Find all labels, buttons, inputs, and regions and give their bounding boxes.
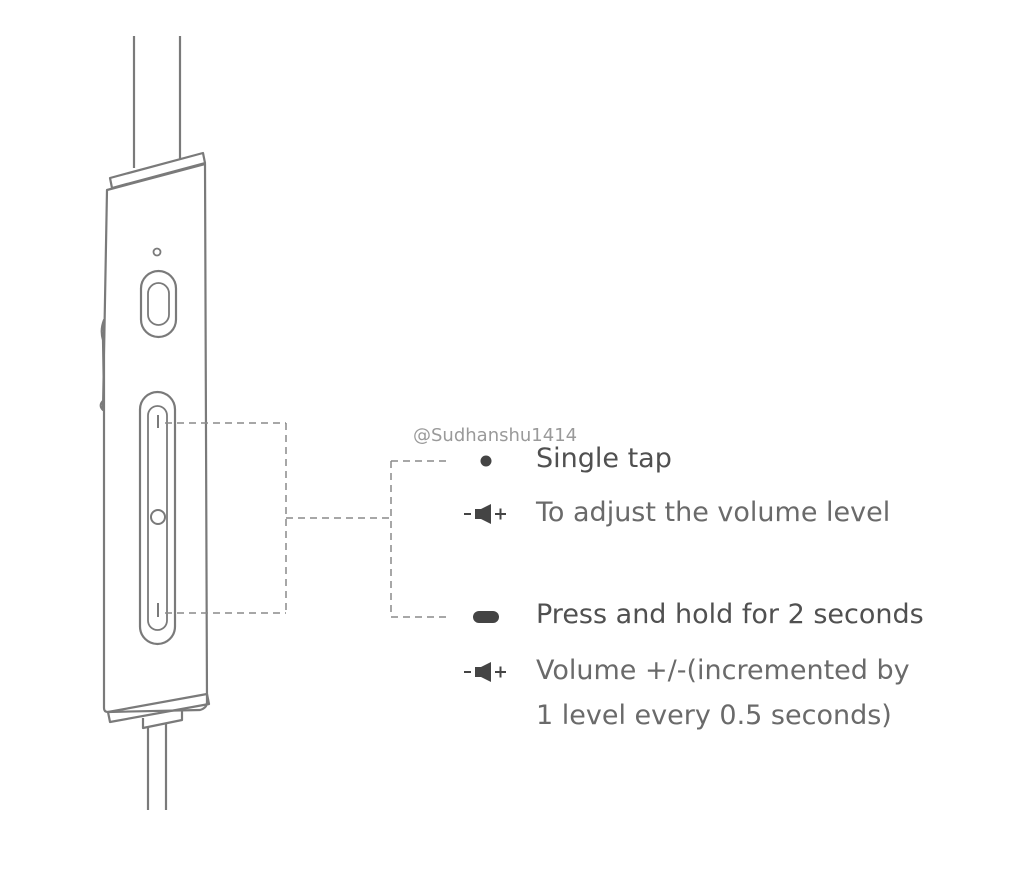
- dot-icon: [480, 455, 492, 467]
- single-tap-result: To adjust the volume level: [536, 497, 891, 528]
- press-hold-result-line-2: 1 level every 0.5 seconds): [536, 700, 892, 731]
- small-button: [139, 269, 178, 339]
- button-center-mark: [150, 509, 166, 525]
- mic-hole: [152, 247, 162, 257]
- dashed-leader-lines: [165, 422, 447, 618]
- volume-icon: [464, 504, 506, 524]
- main-button: [138, 390, 177, 646]
- remote-body: [99, 162, 209, 714]
- watermark: @Sudhanshu1414: [413, 425, 578, 446]
- pill-icon: [473, 611, 499, 623]
- top-cable: [132, 36, 182, 168]
- single-tap-title: Single tap: [536, 443, 672, 474]
- remote-bottom-cap: [106, 692, 211, 724]
- bottom-cable: [141, 710, 184, 810]
- press-hold-result-line-1: Volume +/-(incremented by: [536, 655, 910, 686]
- remote-top-cap: [108, 151, 207, 190]
- press-hold-title: Press and hold for 2 seconds: [536, 599, 924, 630]
- volume-icon: [464, 662, 506, 682]
